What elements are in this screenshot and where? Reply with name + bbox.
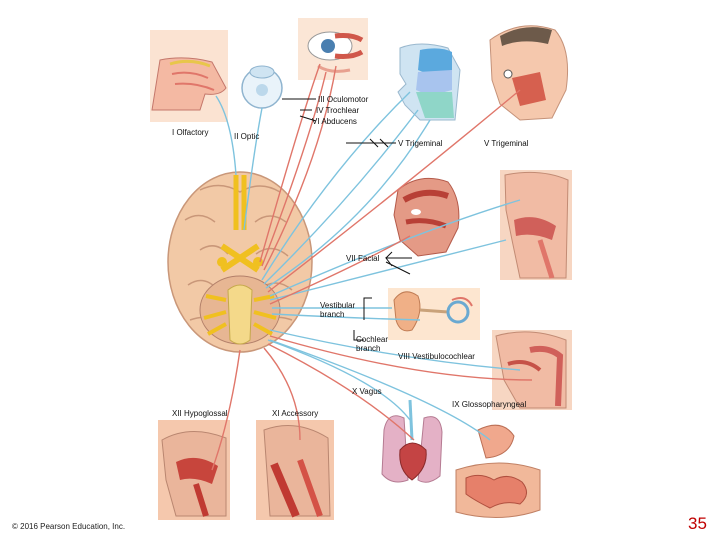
head-mastication-illustration [489, 25, 569, 121]
label-trigeminal-motor: V Trigeminal [484, 139, 529, 148]
label-glossopharyngeal: IX Glossopharyngeal [452, 400, 527, 409]
label-vestibular-branch: Vestibular branch [320, 301, 356, 319]
label-cochlear-branch: Cochlear branch [356, 335, 389, 353]
label-accessory: XI Accessory [272, 409, 319, 418]
oral-cavity-profile-illustration [500, 170, 572, 280]
neck-accessory-illustration [256, 420, 334, 520]
tongue-hypoglossal-illustration [158, 420, 230, 520]
label-trigeminal-sensory: V Trigeminal [398, 139, 443, 148]
label-abducens: VI Abducens [312, 117, 357, 126]
olfactory-nose-illustration [150, 30, 228, 122]
copyright-notice: © 2016 Pearson Education, Inc. [12, 522, 126, 531]
heart-lungs-illustration [381, 399, 443, 483]
nerve-pathways [211, 63, 533, 471]
brain-inferior-view [167, 171, 313, 353]
label-olfactory: I Olfactory [172, 128, 209, 137]
label-leaders [282, 98, 412, 341]
facial-muscles-illustration [393, 177, 460, 257]
label-optic: II Optic [234, 132, 260, 141]
label-vagus: X Vagus [352, 387, 382, 396]
inner-ear-illustration [388, 288, 480, 340]
eyeball-illustration [241, 65, 283, 109]
label-facial: VII Facial [346, 254, 380, 263]
pharynx-profile-illustration [492, 330, 572, 410]
eye-muscles-illustration [298, 18, 368, 80]
digestive-tract-illustration [455, 424, 541, 518]
face-trigeminal-dermatomes [397, 43, 461, 121]
label-vestibulocochlear: VIII Vestibulocochlear [398, 352, 475, 361]
label-oculomotor: III Oculomotor [318, 95, 369, 104]
label-hypoglossal: XII Hypoglossal [172, 409, 228, 418]
page-number: 35 [688, 514, 707, 533]
label-trochlear: IV Trochlear [316, 106, 360, 115]
